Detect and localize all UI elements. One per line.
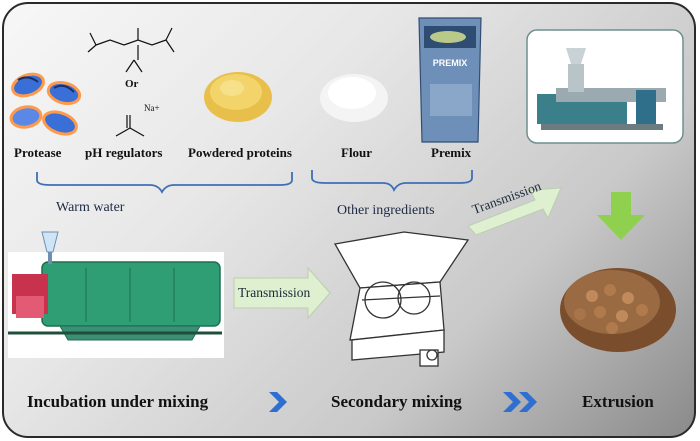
transmission-arrow-2	[467, 187, 562, 236]
secondary-mixer-image	[333, 231, 470, 367]
protease-image	[9, 72, 82, 136]
or-label: Or	[125, 78, 139, 90]
transmission-label-1: Transmission	[238, 285, 311, 300]
na-label: Na+	[144, 103, 160, 113]
stage-extrusion-label: Extrusion	[582, 392, 654, 411]
chevron-icon-2	[503, 392, 537, 412]
protease-label: Protease	[14, 145, 62, 160]
ingredient-brace-right	[311, 170, 473, 193]
premix-label: Premix	[431, 145, 472, 160]
ingredient-brace-left	[36, 172, 293, 194]
powdered-proteins-label: Powdered proteins	[188, 145, 292, 160]
ph-regulators-label: pH regulators	[85, 145, 163, 160]
feed-pellets-image	[560, 268, 676, 352]
flour-image	[320, 74, 388, 122]
other-ingredients-label: Other ingredients	[337, 203, 435, 218]
down-arrow	[597, 192, 645, 240]
stage-secondary-label: Secondary mixing	[331, 392, 462, 411]
warm-water-label: Warm water	[56, 200, 125, 215]
extruder-image	[526, 29, 684, 144]
powdered-proteins-image	[204, 72, 272, 122]
bicarbonate-structure	[115, 115, 145, 137]
citrate-structure	[87, 27, 175, 73]
premix-bag-image: PREMIX	[418, 17, 482, 143]
incubation-mixer-image	[8, 231, 224, 358]
transmission-arrow-1	[233, 266, 331, 320]
flour-label: Flour	[341, 145, 373, 160]
chevron-icon-1	[269, 392, 287, 412]
premix-bag-text: PREMIX	[433, 58, 468, 68]
stage-incubation-label: Incubation under mixing	[27, 392, 209, 411]
